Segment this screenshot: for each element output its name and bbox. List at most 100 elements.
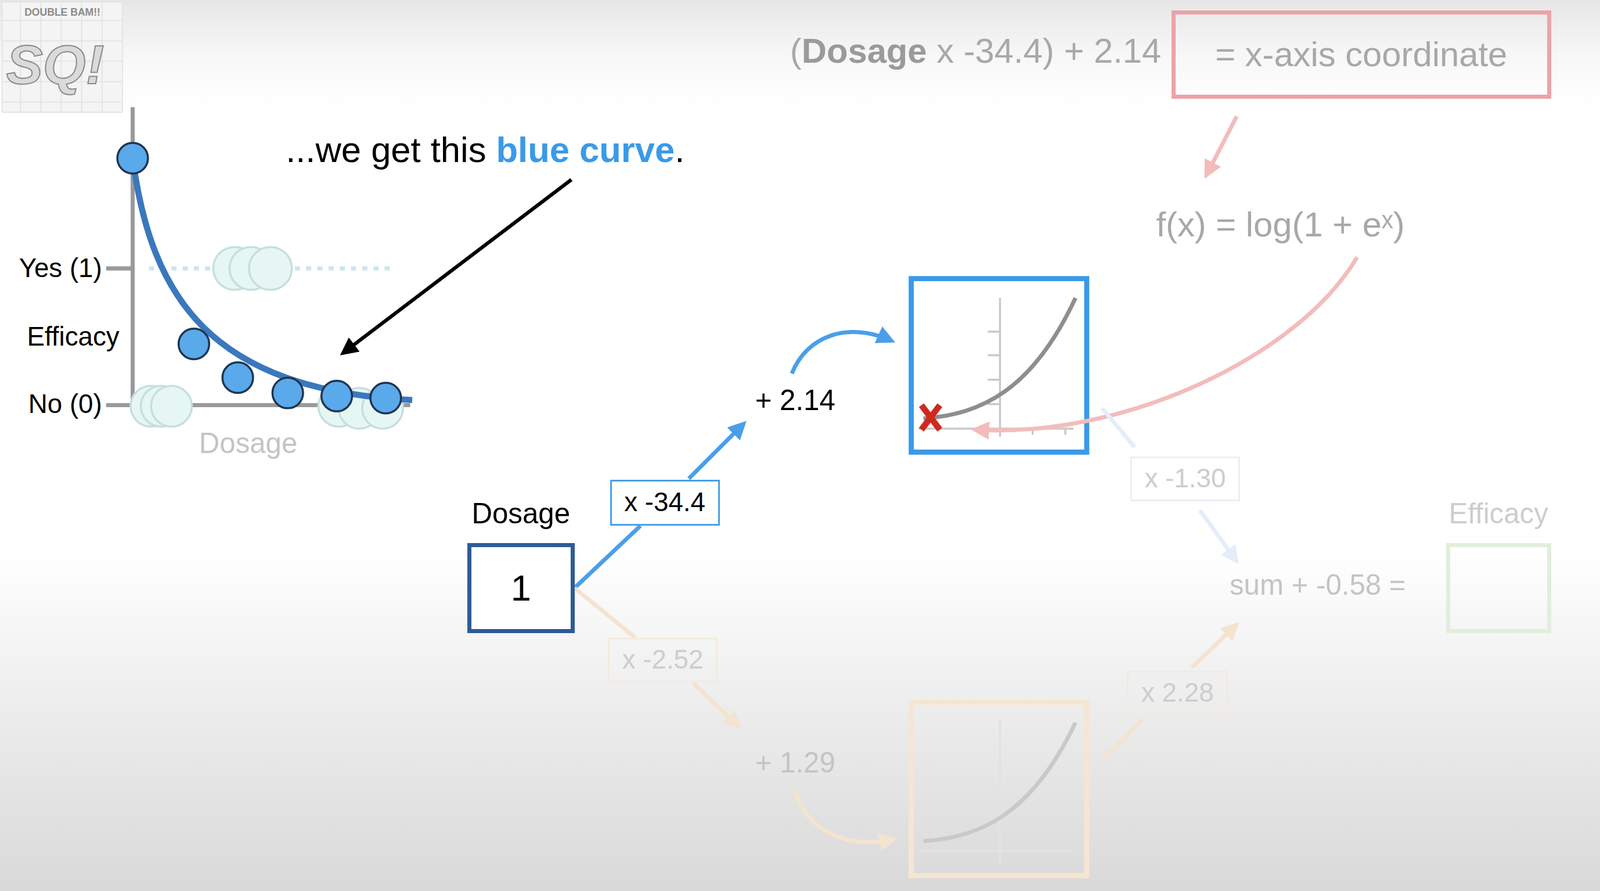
softplus-curve [923, 297, 1076, 418]
node-outline: x -34.4 [610, 479, 720, 526]
connector-line [574, 587, 636, 637]
weight-box: x -2.52 [607, 637, 718, 683]
text-run: Dosage [199, 426, 298, 459]
text-run [1352, 204, 1363, 244]
data-point [370, 382, 402, 414]
text-run: get [370, 129, 421, 170]
text-run: + [755, 383, 773, 416]
text-run: ( [790, 31, 802, 71]
text-run [771, 746, 780, 778]
text-run: x [936, 31, 954, 71]
node-outline [1446, 542, 1552, 633]
activation-function [911, 701, 1087, 876]
node-heading: Efficacy [1448, 496, 1548, 531]
text-run: Dosage [801, 31, 928, 71]
text-run [420, 129, 431, 170]
text-run [1307, 568, 1317, 601]
logo-grid [2, 2, 123, 113]
text-run [1381, 568, 1390, 601]
connection-line [1101, 408, 1135, 448]
text-run [1283, 568, 1292, 601]
node-outline: = x-axis coordinate [1171, 10, 1552, 100]
text-run: Efficacy [27, 321, 120, 352]
caption-text: ...we get this blue curve. [285, 129, 685, 171]
data-point [178, 328, 210, 360]
data-point [150, 385, 192, 427]
red-cross [921, 405, 940, 430]
text-run: log(1 [1245, 204, 1324, 244]
node-outline: x 2.28 [1126, 670, 1228, 716]
text-run: 2.14 [779, 383, 836, 416]
input-box: Dosage1 [467, 542, 575, 633]
softplus-curve [923, 722, 1076, 841]
text-run: BAM!! [70, 6, 101, 18]
formula-text: (Dosage x -34.4) + 2.14 [790, 31, 1162, 72]
curved-arrow [791, 332, 892, 374]
mini-axes [918, 719, 1074, 864]
text-run: sum [1229, 568, 1284, 601]
text-run: (1) [69, 253, 103, 283]
text-run: + [755, 746, 773, 778]
connection-arrow [692, 682, 739, 727]
node-text: 1 [510, 566, 532, 609]
pointer-arrow [1206, 116, 1238, 176]
text-run: 1.29 [779, 746, 836, 778]
pointer-arrow [974, 257, 1358, 431]
text-run: . [674, 129, 685, 170]
data-point [321, 380, 353, 412]
text-run [1206, 204, 1217, 244]
connection-arrow [1200, 510, 1237, 562]
text-run: blue [496, 129, 570, 170]
callout-arrow [343, 179, 572, 353]
activation-box [911, 701, 1087, 876]
text-run: f(x) [1155, 204, 1206, 244]
weight-box: x -34.4 [610, 479, 720, 526]
text-run [771, 383, 780, 416]
text-run [62, 253, 70, 283]
node-outline: 1 [467, 542, 575, 633]
text-run: DOUBLE [24, 6, 68, 18]
curve-points [117, 142, 402, 414]
text-run [1083, 31, 1094, 71]
data-point [222, 362, 254, 394]
text-run: -34.4) [963, 31, 1055, 71]
axis-tick-label: Yes (1) [19, 253, 103, 284]
sum-label: sum + -0.58 = [1229, 568, 1407, 602]
text-run: (0) [69, 388, 103, 419]
node-text: x -2.52 [622, 644, 704, 676]
text-run [1235, 204, 1246, 244]
weight-box: x 2.28 [1126, 670, 1228, 716]
connection-line [1101, 719, 1143, 760]
scatter-plot [106, 107, 413, 430]
node-text: x 2.28 [1141, 677, 1214, 709]
curved-arrow [793, 787, 894, 842]
node-heading: Dosage [471, 496, 571, 531]
text-run: -0.58 [1316, 568, 1382, 601]
text-run: SQ! [6, 34, 105, 96]
axis-title: Dosage [199, 426, 298, 460]
data-point [117, 142, 149, 174]
text-run: this [430, 129, 487, 170]
logo-lines [2, 2, 123, 113]
mini-ticks [987, 331, 1066, 435]
text-run [1323, 204, 1333, 244]
text-run [953, 31, 964, 71]
logo-ground [2, 2, 123, 113]
bias-label: + 1.29 [755, 746, 836, 780]
axis-tick-label: No (0) [28, 388, 103, 420]
data-point [272, 377, 304, 409]
node-outline: x -1.30 [1130, 456, 1241, 502]
output-box: Efficacy [1446, 542, 1552, 633]
text-run: No [28, 388, 63, 419]
text-run [927, 31, 938, 71]
axis-title: Efficacy [27, 321, 120, 353]
node-text: = x-axis coordinate [1215, 34, 1508, 75]
text-run [569, 129, 580, 170]
weight-box: x -1.30 [1130, 456, 1241, 502]
text-run: + [1291, 568, 1309, 601]
connection-arrow [1191, 624, 1237, 668]
logo-mark: SQ! [6, 33, 105, 97]
plot-axes [132, 107, 410, 406]
text-run: eˣ) [1362, 204, 1405, 244]
text-run [1054, 31, 1065, 71]
